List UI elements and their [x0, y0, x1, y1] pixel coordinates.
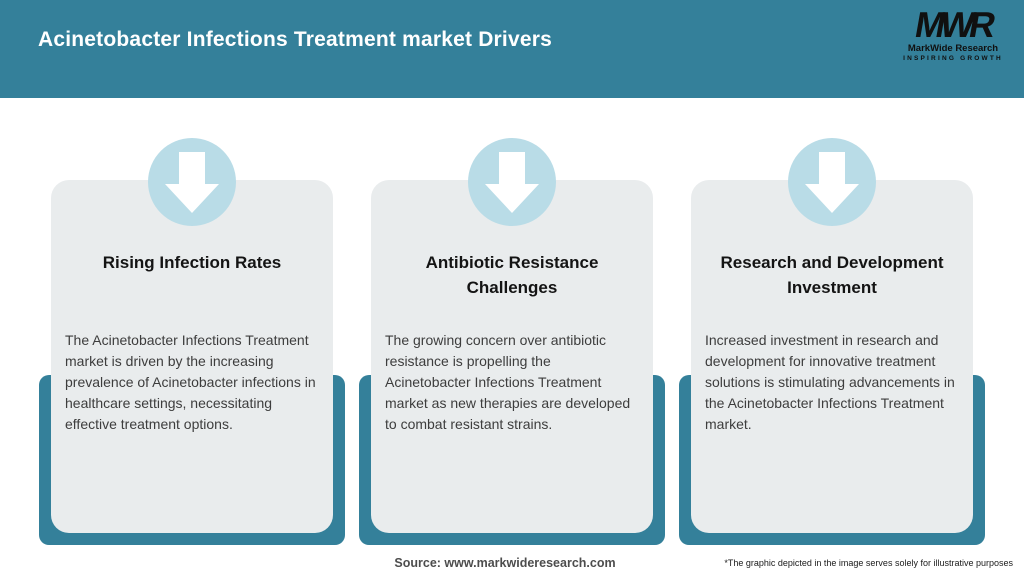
driver-card-antibiotic-resistance: Antibiotic Resistance Challenges The gro…: [359, 0, 665, 576]
card-title: Research and Development Investment: [720, 253, 944, 297]
card-panel: Rising Infection Rates The Acinetobacter…: [51, 180, 333, 533]
card-description: The Acinetobacter Infections Treatment m…: [65, 332, 316, 432]
header-bar: Acinetobacter Infections Treatment marke…: [0, 0, 1024, 98]
down-arrow-icon: [148, 138, 236, 226]
page-title: Acinetobacter Infections Treatment marke…: [38, 28, 552, 51]
card-title: Antibiotic Resistance Challenges: [425, 253, 599, 297]
disclaimer-text: *The graphic depicted in the image serve…: [724, 558, 1013, 568]
driver-card-rnd-investment: Research and Development Investment Incr…: [679, 0, 985, 576]
card-description: The growing concern over antibiotic resi…: [385, 332, 631, 432]
card-title: Rising Infection Rates: [102, 253, 282, 272]
logo-tagline: INSPIRING GROWTH: [903, 55, 1003, 62]
card-panel: Research and Development Investment Incr…: [691, 180, 973, 533]
driver-card-rising-infection-rates: Rising Infection Rates The Acinetobacter…: [39, 0, 345, 576]
down-arrow-icon: [788, 138, 876, 226]
card-panel: Antibiotic Resistance Challenges The gro…: [371, 180, 653, 533]
markwide-research-logo: MWR MarkWide Research INSPIRING GROWTH: [898, 4, 1008, 62]
card-description: Increased investment in research and dev…: [705, 332, 955, 432]
logo-name: MarkWide Research: [907, 43, 999, 54]
down-arrow-icon: [468, 138, 556, 226]
source-text: Source: www.markwideresearch.com: [394, 556, 616, 570]
